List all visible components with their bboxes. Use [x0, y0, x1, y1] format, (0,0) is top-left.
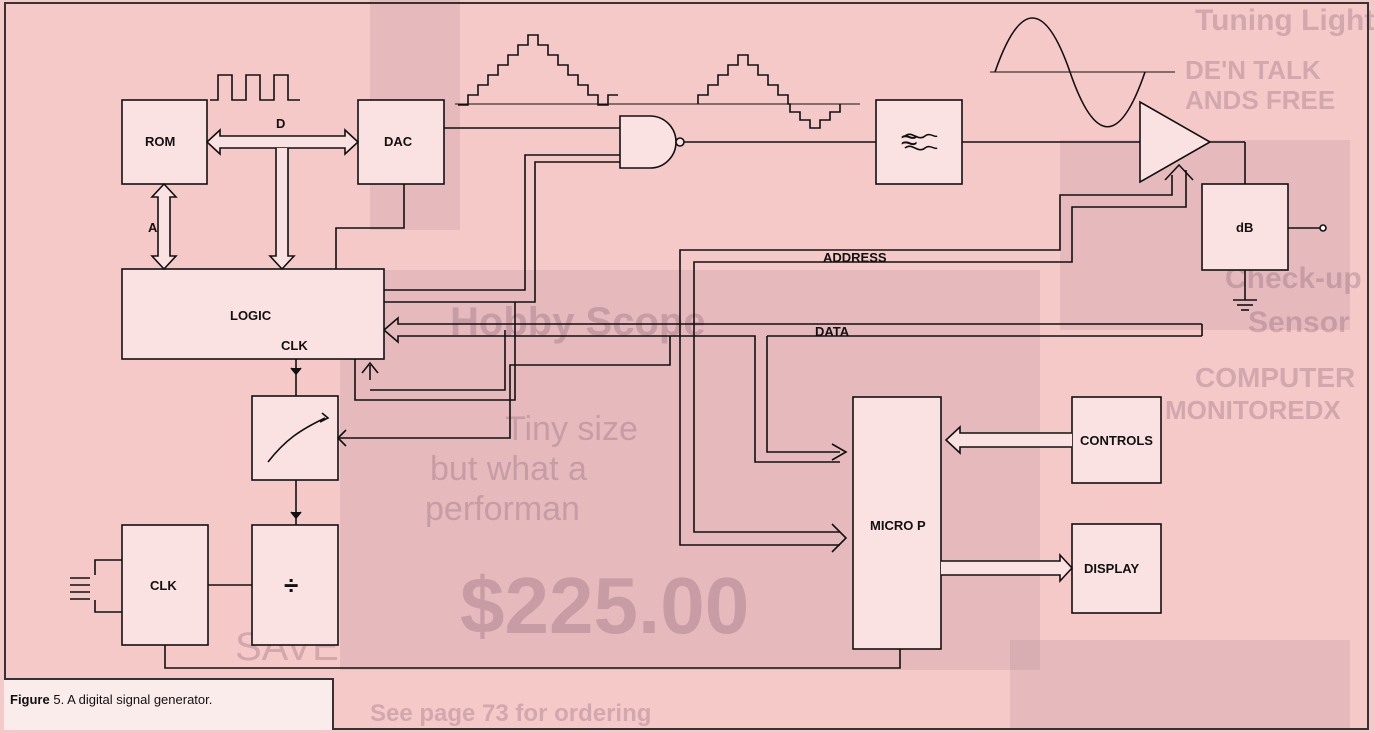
filter-label: ≈: [901, 124, 917, 157]
data-bus: [383, 316, 1202, 380]
logic-block: [121, 268, 385, 360]
a-bus-arrow: [150, 182, 178, 271]
address-bus: [679, 175, 1173, 380]
controls-block: [1071, 396, 1162, 484]
db-label: dB: [1236, 220, 1253, 235]
variable-clock-block: [251, 395, 339, 481]
filter-block: [875, 99, 963, 185]
gated-staircase-wave: [697, 54, 841, 129]
clk-label: CLK: [150, 578, 177, 593]
d-bus-label: D: [276, 116, 285, 131]
controls-bus: [944, 425, 1072, 455]
output-terminal: [1319, 224, 1327, 232]
caption-prefix: Figure: [10, 692, 50, 707]
data-label: DATA: [815, 324, 850, 339]
display-label: DISPLAY: [1084, 561, 1139, 576]
divider-label: ÷: [284, 570, 298, 600]
controls-label: CONTROLS: [1080, 433, 1153, 448]
dac-block: [357, 99, 445, 185]
nand-bubble: [675, 137, 685, 147]
dac-label: DAC: [384, 134, 413, 149]
square-wave: [210, 74, 300, 101]
rom-block: [121, 99, 208, 185]
figure-caption: Figure 5. A digital signal generator.: [4, 678, 334, 730]
address-label: ADDRESS: [823, 250, 887, 265]
db-block: [1201, 183, 1289, 271]
rom-label: ROM: [145, 134, 175, 149]
d-bus-arrow: [205, 128, 360, 156]
a-bus-label: A: [148, 220, 158, 235]
display-bus: [941, 552, 1074, 584]
nand-gate: [619, 115, 677, 169]
micro-p-label: MICRO P: [870, 518, 926, 533]
micro-p-block: [852, 396, 942, 650]
logic-clk-label: CLK: [281, 338, 308, 353]
staircase-wave: [458, 34, 618, 106]
logic-label: LOGIC: [230, 308, 272, 323]
caption-number: 5: [53, 692, 61, 707]
caption-text: . A digital signal generator.: [60, 692, 213, 707]
divider-block: [251, 524, 339, 646]
figure-frame: [4, 2, 1369, 730]
d-bus-to-logic: [268, 148, 296, 271]
crystal-symbol: [94, 559, 122, 613]
output-amplifier: [1139, 100, 1212, 184]
